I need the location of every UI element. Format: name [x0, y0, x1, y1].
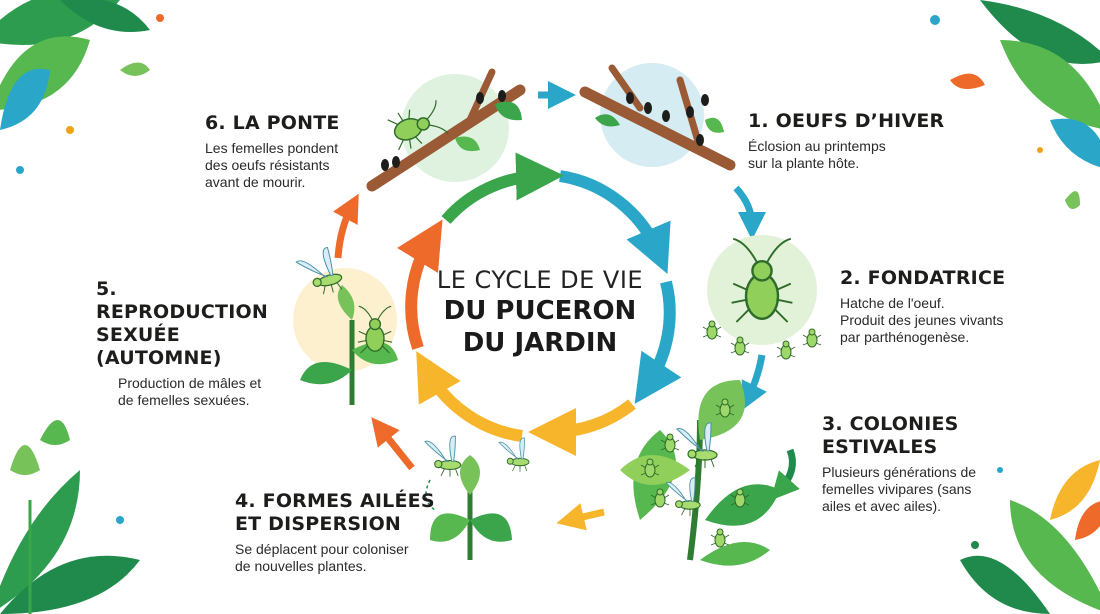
stage-4-block: 4. FORMES AILÉES ET DISPERSION Se déplac… [235, 490, 435, 575]
stage-3-description: Plusieurs générations de femelles vivipa… [822, 464, 977, 514]
leaf-icon [960, 460, 1100, 614]
stage-5-description: Production de mâles et de femelles sexué… [118, 375, 262, 408]
winged-aphid-icon [498, 437, 530, 473]
stage-3-illustration [620, 380, 780, 566]
diagram-title: LE CYCLE DE VIE DU PUCERON DU JARDIN [410, 265, 670, 359]
stage-4-title: 4. FORMES AILÉES ET DISPERSION [235, 490, 435, 535]
stage-2-illustration [702, 235, 822, 360]
stage-5-title: 5. REPRODUCTION SEXUÉE (AUTOMNE) [96, 278, 268, 369]
leaf-icon [0, 420, 140, 614]
stage-6-title: 6. LA PONTE [205, 112, 340, 134]
leaf-icon [0, 0, 164, 174]
stage-5-illustration [293, 245, 398, 405]
stage-6-illustration [366, 68, 526, 192]
stage-6-block: 6. LA PONTE Les femelles pondent des oeu… [205, 112, 385, 191]
cycle-arrow-icon [397, 152, 682, 457]
diagram-title-line-3: DU JARDIN [462, 328, 618, 358]
aphid-eggs-icon [626, 92, 709, 146]
aphid-eggs-icon [381, 90, 506, 171]
stage-4-description: Se déplacent pour coloniser de nouvelles… [235, 541, 409, 574]
stage-4-illustration [424, 435, 530, 560]
diagram-title-line-2: DU PUCERON [443, 296, 637, 326]
stage-2-description: Hatche de l'oeuf. Produit des jeunes viv… [840, 295, 1004, 345]
cycle-arrow-icon [333, 81, 800, 531]
stage-1-title: 1. OEUFS D’HIVER [748, 110, 945, 132]
winged-aphid-icon [424, 435, 462, 478]
diagram-title-line-1: LE CYCLE DE VIE [436, 266, 644, 294]
stage-1-illustration [579, 63, 736, 171]
stage-1-block: 1. OEUFS D’HIVER Éclosion au printemps s… [748, 110, 988, 172]
stage-6-description: Les femelles pondent des oeufs résistant… [205, 140, 339, 190]
leaf-icon [930, 0, 1100, 209]
stage-1-description: Éclosion au printemps sur la plante hôte… [748, 138, 886, 171]
stage-2-block: 2. FONDATRICE Hatche de l'oeuf. Produit … [840, 267, 1080, 346]
stage-2-title: 2. FONDATRICE [840, 267, 1006, 289]
stage-5-block: 5. REPRODUCTION SEXUÉE (AUTOMNE) Product… [96, 278, 291, 409]
stage-3-block: 3. COLONIES ESTIVALES Plusieurs générati… [822, 413, 1042, 515]
stage-3-title: 3. COLONIES ESTIVALES [822, 413, 959, 458]
